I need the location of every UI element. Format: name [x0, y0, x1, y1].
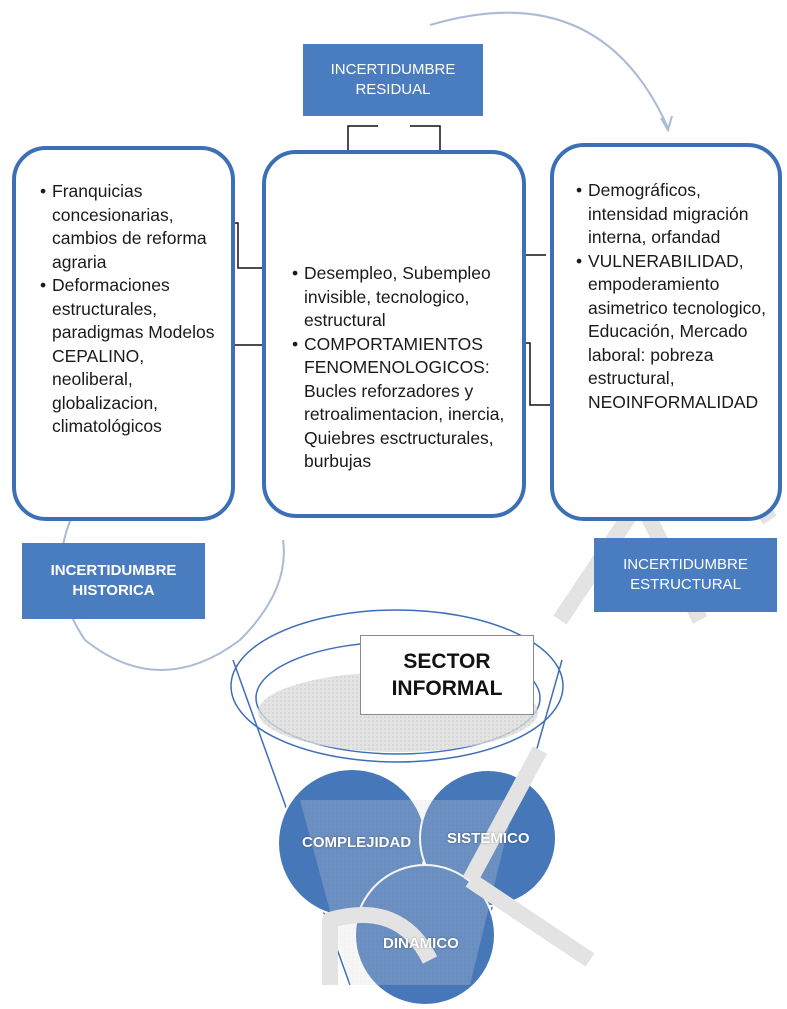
left-item-2: Deformaciones estructurales, paradigmas … [40, 274, 220, 439]
center-item-1: Desempleo, Subempleo invisible, tecnolog… [292, 262, 512, 333]
circle-label-sistemico: SISTEMICO [447, 830, 530, 847]
label-incertidumbre-estructural: INCERTIDUMBRE ESTRUCTURAL [594, 538, 777, 612]
circle-label-dinamico: DINAMICO [383, 935, 459, 952]
label-incertidumbre-residual: INCERTIDUMBRE RESIDUAL [303, 44, 483, 116]
center-box: Desempleo, Subempleo invisible, tecnolog… [262, 150, 526, 518]
right-box: Demográficos, intensidad migración inter… [550, 143, 782, 521]
left-box: Franquicias concesionarias, cambios de r… [12, 146, 235, 521]
right-item-1: Demográficos, intensidad migración inter… [576, 179, 776, 250]
circle-label-complejidad: COMPLEJIDAD [302, 834, 412, 851]
curved-arrow-top-right [429, 11, 669, 129]
sector-informal-box: SECTOR INFORMAL [360, 635, 534, 715]
left-item-1: Franquicias concesionarias, cambios de r… [40, 180, 220, 274]
funnel-overlay-mask [300, 800, 515, 985]
arrowhead-top-right [660, 115, 673, 133]
center-item-2: COMPORTAMIENTOS FENOMENOLOGICOS: Bucles … [292, 333, 512, 474]
label-incertidumbre-historica: INCERTIDUMBRE HISTORICA [22, 543, 205, 619]
right-item-2: VULNERABILIDAD, empoderamiento asimetric… [576, 250, 776, 415]
